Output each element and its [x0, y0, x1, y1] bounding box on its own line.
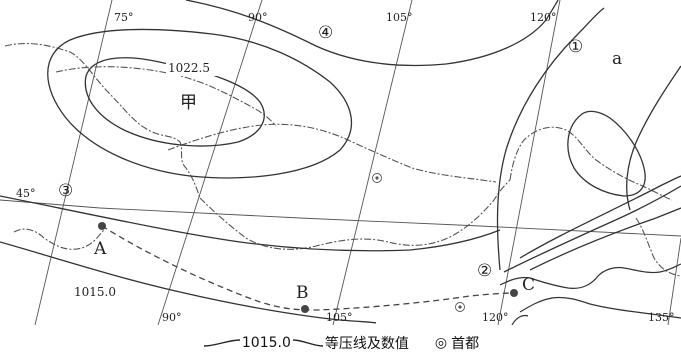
isobars	[0, 0, 681, 324]
place-labels: a 甲 A B C	[93, 49, 622, 303]
label-point-a: A	[93, 239, 107, 259]
meridian-105	[332, 0, 413, 325]
isobar-ne-1	[519, 175, 681, 259]
meridian-75	[34, 0, 113, 325]
label-a: a	[612, 49, 622, 69]
legend-isobar-text: 等压线及数值	[324, 336, 409, 352]
isobar-1	[496, 7, 605, 271]
isobar-legend-line-right	[292, 339, 323, 347]
coast-east	[519, 296, 681, 319]
isobar-1022-5	[84, 57, 265, 147]
border-west	[4, 43, 201, 199]
lon-label-90-bottom: 90°	[162, 311, 182, 324]
isobar-upper	[185, 0, 559, 67]
label-point-b: B	[296, 283, 309, 303]
meridian-90	[157, 0, 263, 325]
capital-symbols	[372, 173, 465, 312]
point-c	[510, 289, 518, 297]
marker-1: ①	[568, 37, 583, 57]
isobar-3	[0, 195, 501, 252]
point-a	[98, 222, 106, 230]
border-sw	[13, 228, 105, 250]
coast-peninsula	[511, 314, 529, 325]
marker-4: ④	[318, 23, 333, 43]
isobar-ne-2	[529, 207, 681, 271]
meridian-120	[497, 0, 561, 325]
coastline	[499, 263, 681, 325]
lon-label-120-top: 120°	[530, 11, 557, 24]
meridian-lines	[34, 0, 681, 325]
capital-ulaanbaatar	[372, 173, 382, 183]
isobar-a	[626, 65, 681, 211]
isobar-label-high: 1022.5	[168, 61, 210, 75]
lon-label-75: 75°	[114, 11, 134, 24]
meridian-135	[667, 237, 681, 325]
isobar-2	[503, 185, 681, 273]
border-south	[199, 179, 511, 250]
lon-label-90-top: 90°	[248, 11, 268, 24]
marker-2: ②	[477, 261, 492, 281]
legend-capital-text: 首都	[451, 336, 480, 352]
coast-bohai	[499, 263, 681, 289]
isobar-middle-oval	[47, 28, 353, 179]
isobar-label-low: 1015.0	[74, 285, 116, 299]
border-east	[509, 126, 673, 201]
degree-labels: 75° 90° 105° 120° 45° 90° 105° 120° 135°	[16, 11, 675, 324]
isobar-1015	[0, 241, 377, 324]
map-legend: 1015.0 等压线及数值 ◎ 首都	[0, 329, 681, 357]
parallel-45	[0, 199, 681, 237]
lon-label-120-bottom: 120°	[482, 311, 509, 324]
capital-beijing	[455, 302, 465, 312]
border-korea	[635, 217, 681, 277]
route-a-b-c	[101, 225, 515, 311]
isobar-legend-line-left	[203, 339, 240, 347]
isobar-inner-east	[567, 110, 646, 197]
legend-capital-icon: ◎	[434, 335, 448, 351]
border-north-lower	[167, 123, 497, 183]
isobar-map: 75° 90° 105° 120° 45° 90° 105° 120° 135°…	[0, 0, 681, 325]
lat-label-45: 45°	[16, 187, 36, 200]
national-borders	[4, 43, 681, 277]
lon-label-105-top: 105°	[386, 11, 413, 24]
label-jia: 甲	[180, 93, 197, 113]
marker-3: ③	[58, 181, 73, 201]
point-b	[301, 305, 309, 313]
circled-markers: ① ② ③ ④	[58, 23, 583, 281]
lon-label-105-bottom: 105°	[326, 311, 353, 324]
legend-isobar-value: 1015.0	[241, 335, 291, 351]
label-point-c: C	[522, 275, 535, 295]
lon-label-135-bottom: 135°	[648, 311, 675, 324]
